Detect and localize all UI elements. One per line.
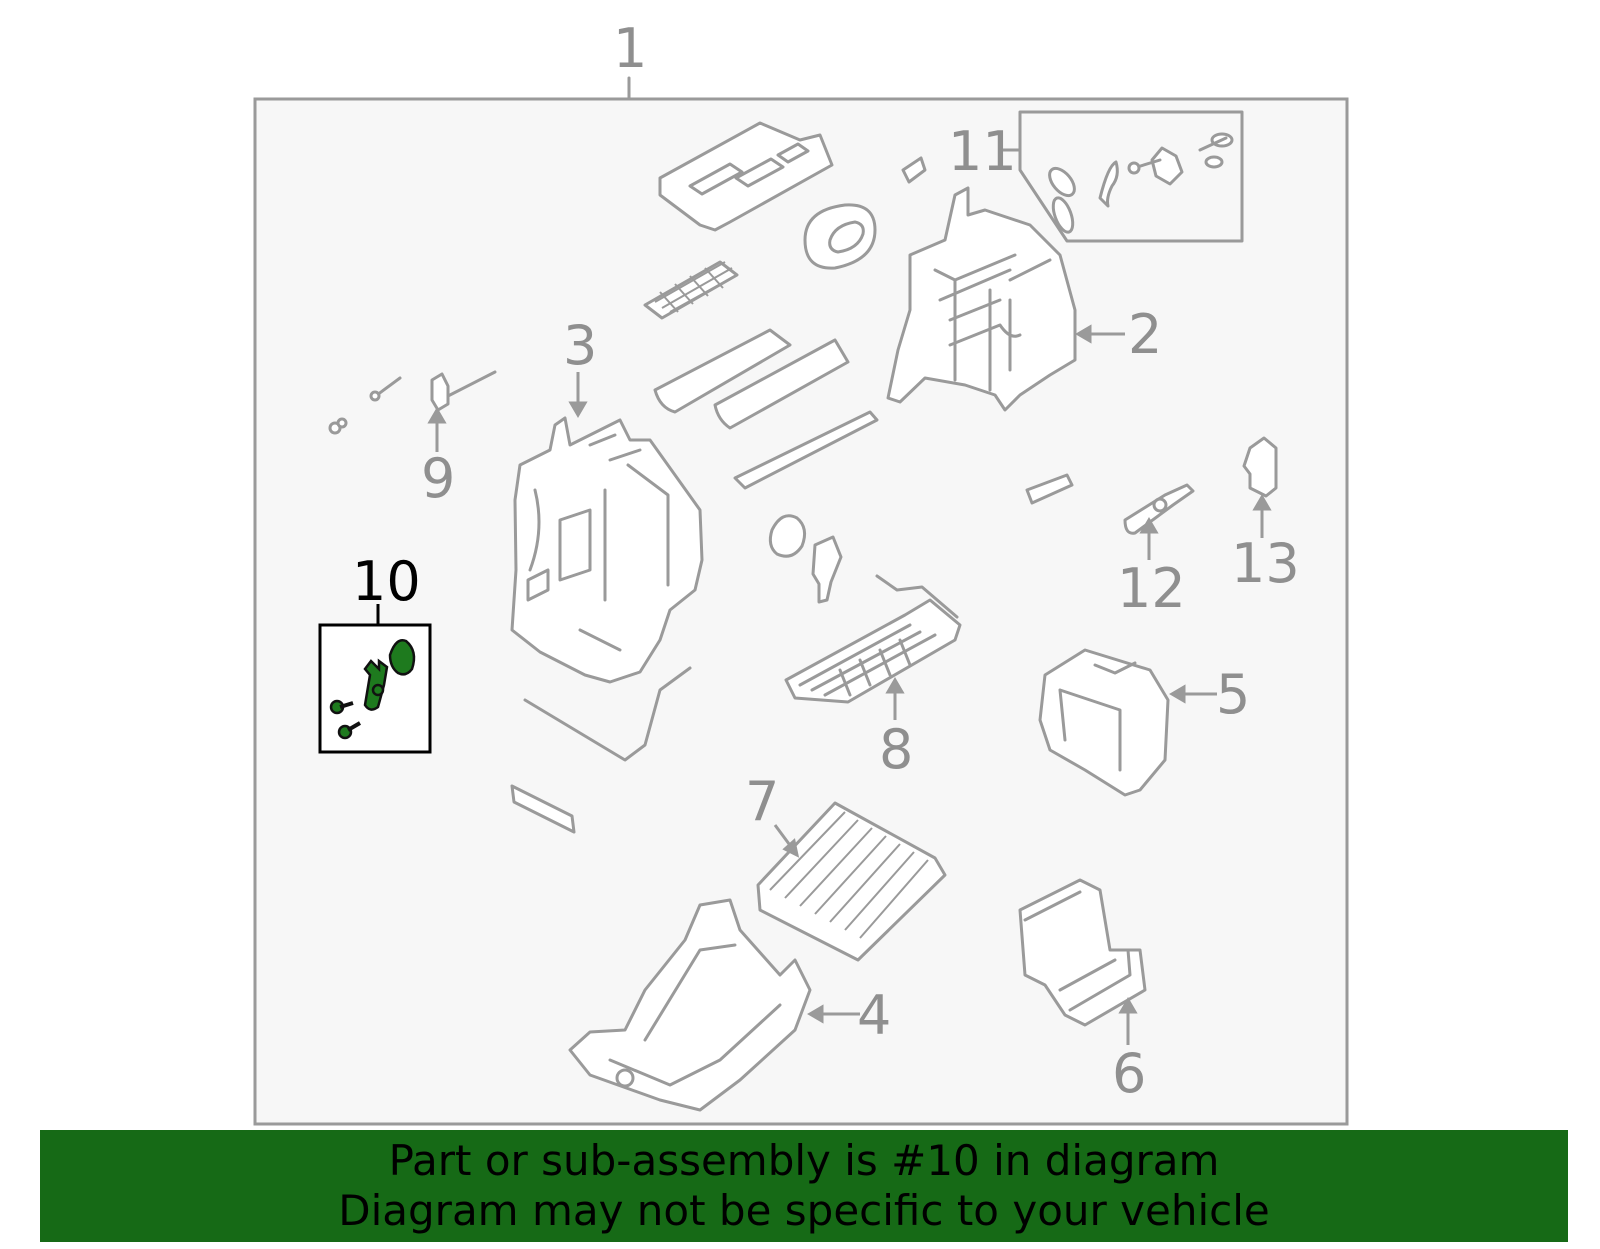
assembly-frame [253, 97, 1349, 1126]
callout-12: 12 [1117, 557, 1186, 620]
part-5-case [1038, 648, 1170, 797]
callout-5: 5 [1216, 663, 1250, 726]
banner-line-2: Diagram may not be specific to your vehi… [338, 1186, 1270, 1235]
callout-1: 1 [613, 17, 647, 80]
mesh-filter [643, 260, 739, 320]
part-13-bracket [1242, 436, 1278, 498]
banner-line-1: Part or sub-assembly is #10 in diagram [388, 1136, 1220, 1185]
seal-strip [523, 666, 692, 762]
top-panel [658, 121, 834, 232]
rods [653, 328, 879, 490]
callout-10: 10 [352, 550, 421, 613]
gasket-ring [803, 203, 877, 270]
part-3-housing [510, 416, 704, 684]
part-7-filter [756, 801, 947, 962]
callout-11: 11 [948, 120, 1017, 183]
part-9-linkage [328, 370, 497, 435]
part-8-core [784, 574, 962, 704]
callout-2: 2 [1128, 303, 1162, 366]
subassembly-11-box [1018, 110, 1244, 243]
callout-4: 4 [857, 984, 891, 1047]
leader-lines [427, 324, 1272, 1045]
part-12-actuator [1123, 483, 1195, 535]
callout-3: 3 [563, 314, 597, 377]
info-banner: Part or sub-assembly is #10 in diagram D… [40, 1130, 1568, 1242]
part-11-hardware [1048, 132, 1234, 234]
callout-7: 7 [745, 770, 779, 833]
callout-8: 8 [879, 718, 913, 781]
highlighted-part-10 [329, 639, 416, 740]
part-6-duct [1018, 878, 1147, 1027]
callout-13: 13 [1231, 532, 1300, 595]
callout-9: 9 [421, 447, 455, 510]
part-2-housing [886, 186, 1077, 412]
callout-6: 6 [1112, 1042, 1146, 1105]
part-4-tray [568, 898, 812, 1112]
